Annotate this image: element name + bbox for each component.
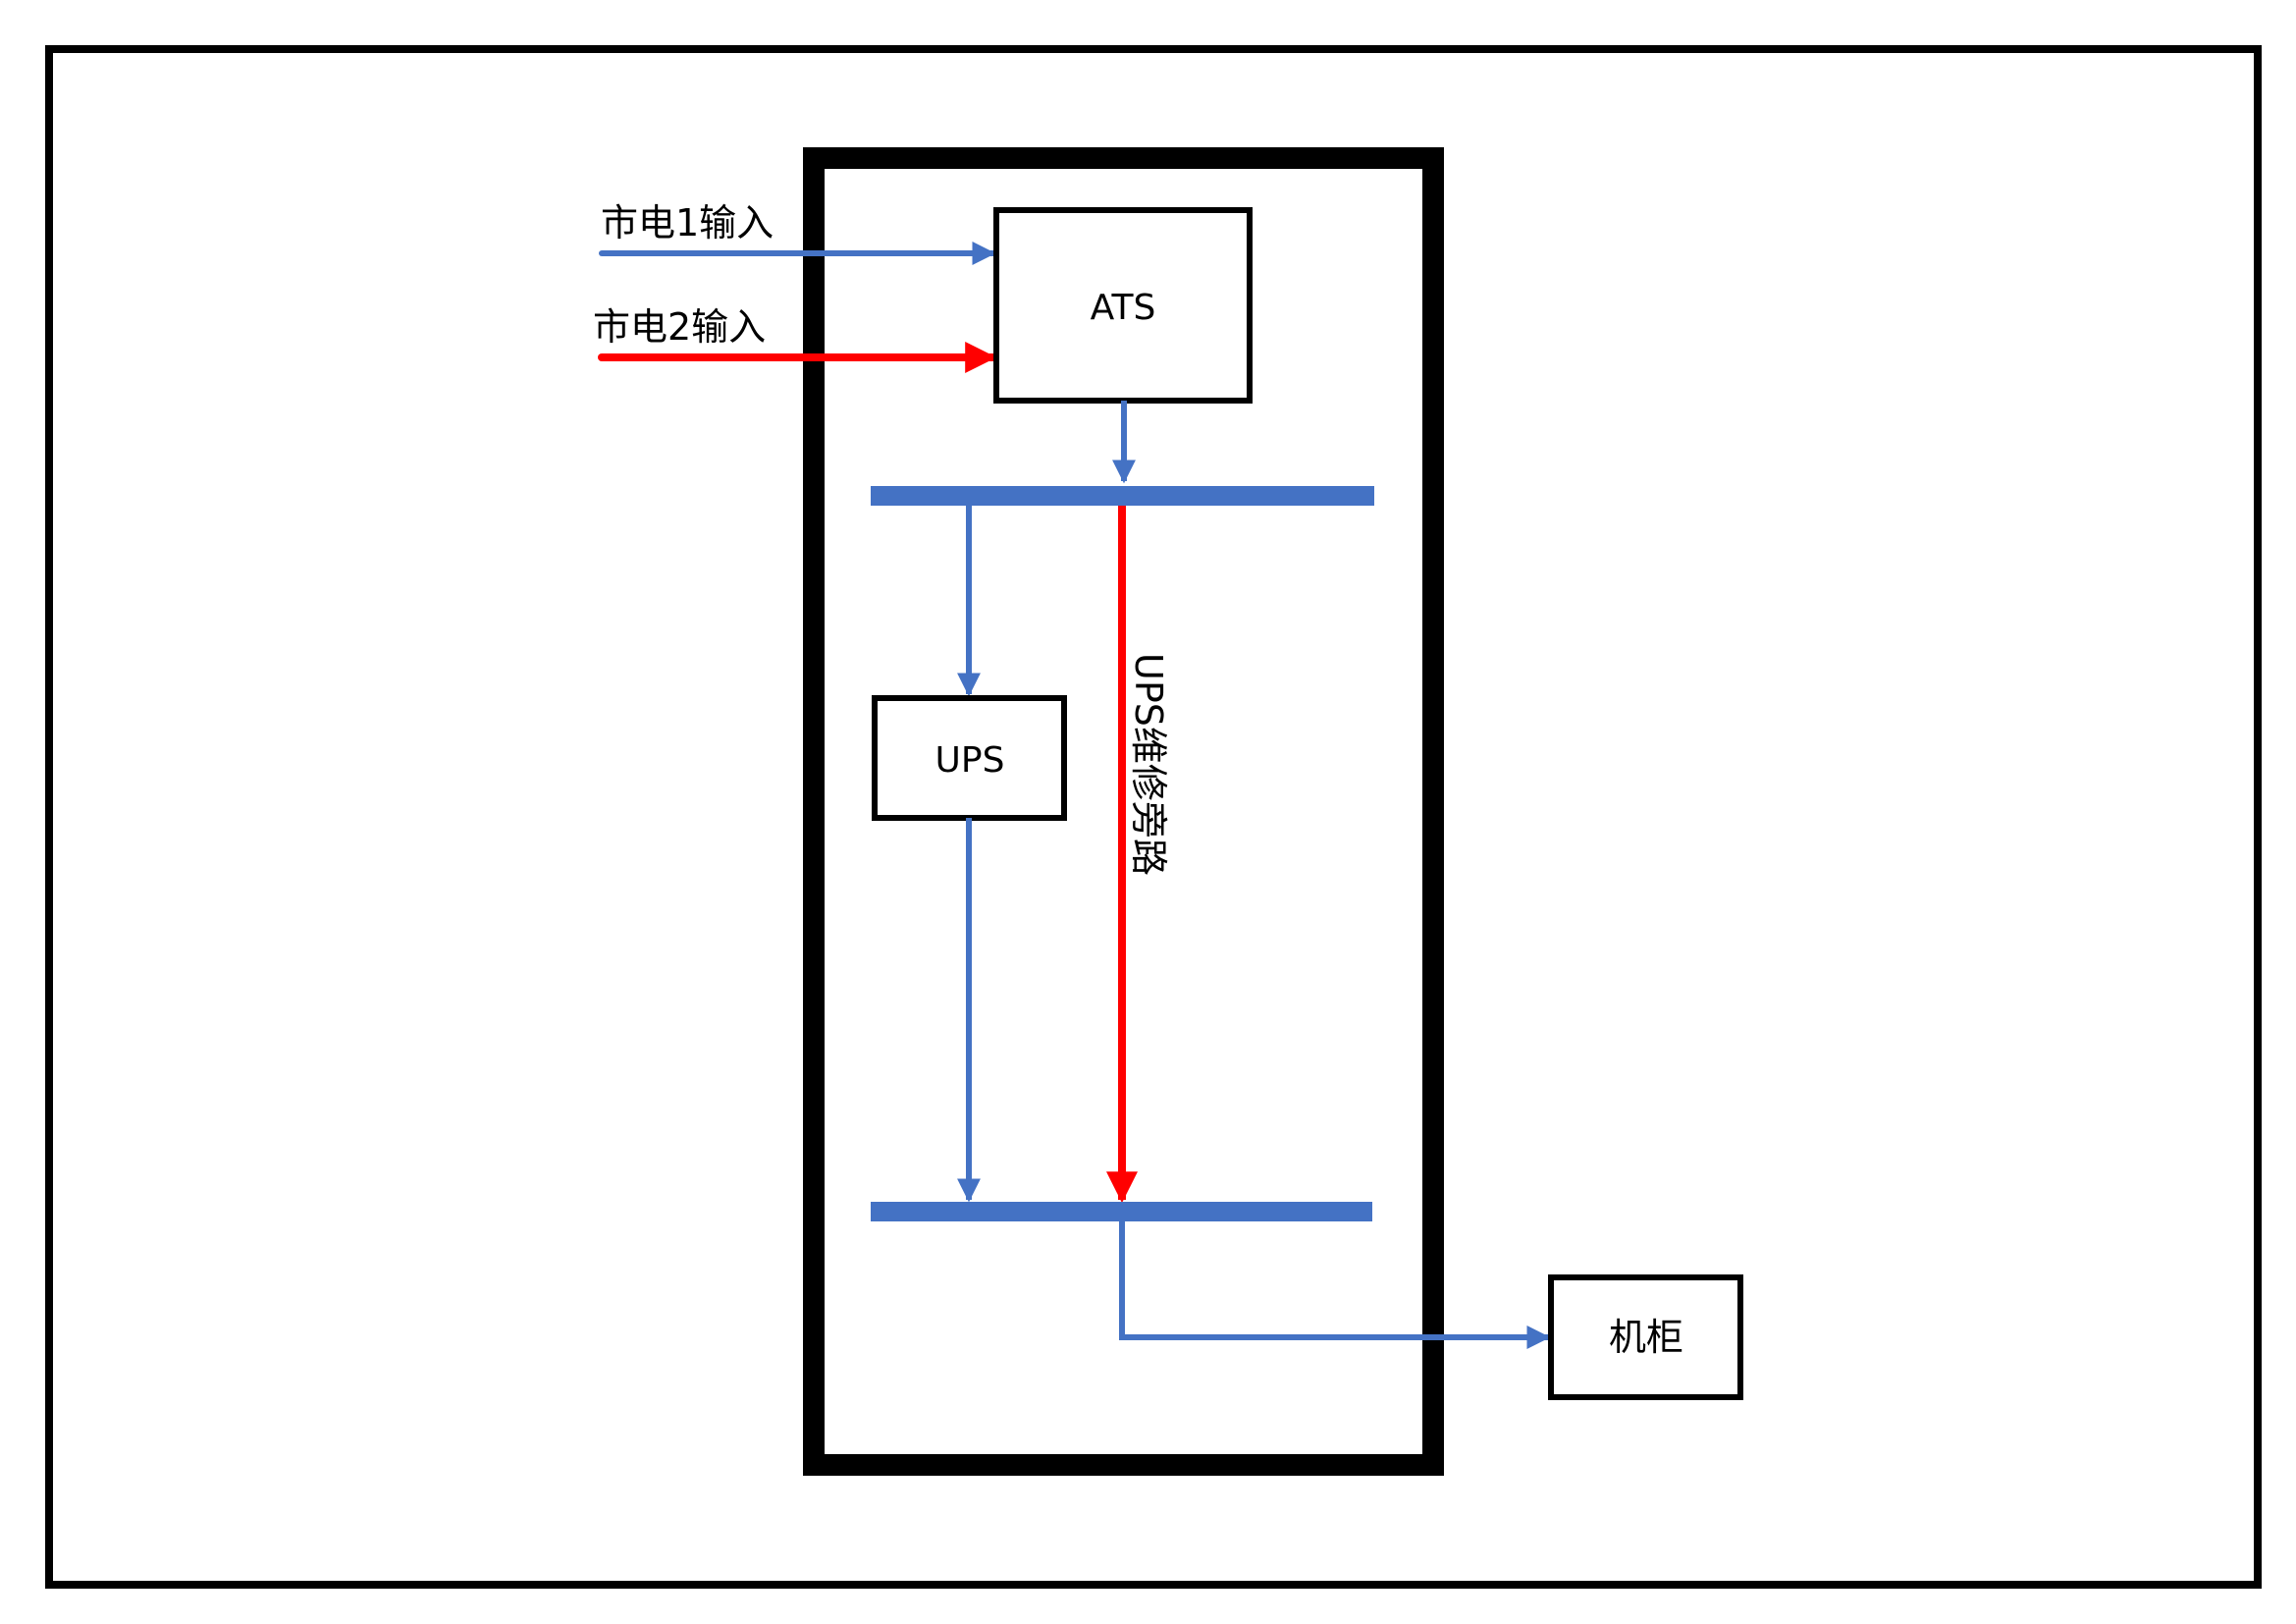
ups-bypass-label: UPS维修旁路 bbox=[1127, 653, 1170, 876]
cabinet-box: 机柜 bbox=[1548, 1274, 1743, 1400]
ats-label: ATS bbox=[1091, 288, 1156, 328]
ups-box: UPS bbox=[872, 695, 1067, 821]
page-frame bbox=[45, 45, 2262, 1589]
ups-label: UPS bbox=[935, 740, 1005, 781]
power-cabinet-enclosure bbox=[803, 147, 1444, 1476]
busbar-to-cabinet-arrow bbox=[1119, 1221, 1551, 1349]
cabinet-label: 机柜 bbox=[1609, 1316, 1683, 1359]
mains1-input-label: 市电1输入 bbox=[601, 201, 774, 244]
ats-box: ATS bbox=[993, 207, 1253, 404]
mains2-input-label: 市电2输入 bbox=[593, 305, 766, 349]
